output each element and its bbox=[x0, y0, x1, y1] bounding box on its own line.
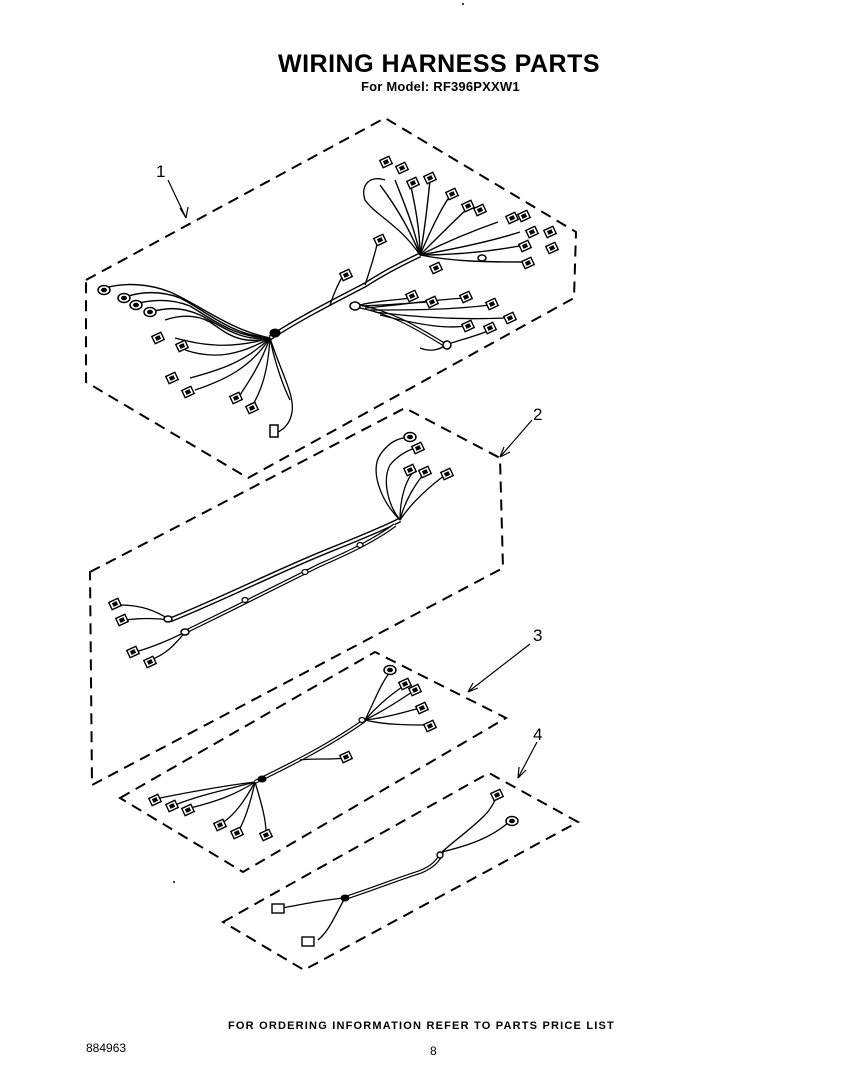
harness-part-2 bbox=[88, 406, 533, 787]
page-number: 8 bbox=[430, 1044, 437, 1058]
model-subtitle: For Model: RF396PXXW1 bbox=[361, 79, 520, 94]
callout-4: 4 bbox=[533, 725, 542, 744]
harness-part-4 bbox=[220, 741, 581, 972]
harness-part-1 bbox=[85, 116, 578, 480]
callout-1: 1 bbox=[156, 162, 165, 181]
callout-2: 2 bbox=[533, 405, 542, 424]
document-number: 884963 bbox=[86, 1041, 127, 1055]
ordering-footer: FOR ORDERING INFORMATION REFER TO PARTS … bbox=[228, 1020, 615, 1032]
page-title: WIRING HARNESS PARTS bbox=[277, 50, 601, 78]
harness-part-3 bbox=[118, 643, 531, 874]
callout-3: 3 bbox=[533, 626, 542, 645]
